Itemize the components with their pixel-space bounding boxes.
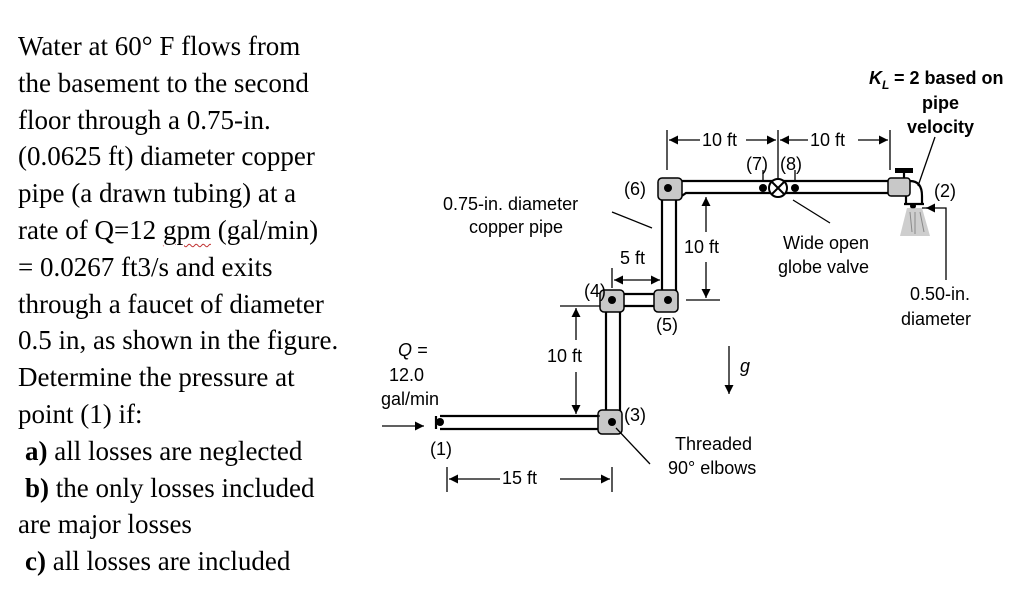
globe-valve <box>768 178 788 198</box>
kl-symbol: K <box>869 68 884 88</box>
point-4-label: (4) <box>584 281 606 301</box>
problem-line: = 0.0267 ft3/s and exits <box>18 251 273 282</box>
kl-line3: velocity <box>907 117 974 137</box>
pipe-label-line1: 0.75-in. diameter <box>443 194 578 214</box>
problem-line: Water at 60° F flows from <box>18 31 301 61</box>
problem-text: (gal/min) <box>210 214 319 245</box>
problem-line: 0.5 in, as shown in the figure. <box>18 325 339 356</box>
point-2-label: (2) <box>934 181 956 201</box>
part-c: c) all losses are included <box>25 546 291 577</box>
dim-10ft-mid: 10 ft <box>684 237 719 257</box>
valve-label-line2: globe valve <box>778 257 869 277</box>
dim-10ft-top-right: 10 ft <box>810 130 845 150</box>
dim-15ft: 15 ft <box>502 468 537 488</box>
problem-text: rate of Q=12 <box>18 214 163 245</box>
dim-10ft-vertical: 10 ft <box>547 346 582 366</box>
faucet-label-line2: diameter <box>901 309 971 329</box>
point-8-label: (8) <box>780 154 802 174</box>
flow-q-value: 12.0 <box>389 365 424 385</box>
kl-line2: pipe <box>922 93 959 113</box>
part-b: b) the only losses included <box>25 472 315 503</box>
problem-line: pipe (a drawn tubing) at a <box>18 178 297 209</box>
problem-statement: Water at 60° F flows from the basement t… <box>18 28 388 580</box>
problem-line: rate of Q=12 gpm (gal/min) <box>18 212 388 249</box>
elbow-label-line2: 90° elbows <box>668 458 756 478</box>
dimension-lines <box>446 130 891 492</box>
pipe-label-line2: copper pipe <box>469 217 563 237</box>
gpm-text: gpm <box>162 214 211 245</box>
part-a: a) all losses are neglected <box>25 435 303 466</box>
faucet-label-line1: 0.50-in. <box>910 284 970 304</box>
problem-line: (0.0625 ft) diameter copper <box>18 141 315 172</box>
valve-label-line1: Wide open <box>783 233 869 253</box>
point-7-label: (7) <box>746 154 768 174</box>
problem-line: point (1) if: <box>18 398 143 429</box>
leader-lines <box>611 136 947 465</box>
point-3-label: (3) <box>624 405 646 425</box>
kl-label: = 2 based on <box>894 68 1004 88</box>
problem-line: the basement to the second <box>18 67 309 98</box>
point-1-label: (1) <box>430 439 452 459</box>
point-markers <box>436 184 916 426</box>
dim-10ft-top-left: 10 ft <box>702 130 737 150</box>
problem-line: floor through a 0.75-in. <box>18 104 271 135</box>
dim-5ft: 5 ft <box>620 248 645 268</box>
flow-q-unit: gal/min <box>381 389 439 409</box>
gravity-label: g <box>740 356 750 376</box>
elbow-label-line1: Threaded <box>675 434 752 454</box>
problem-line: Determine the pressure at <box>18 362 295 393</box>
point-6-label: (6) <box>624 179 646 199</box>
kl-subscript: L <box>882 78 889 92</box>
problem-line: through a faucet of diameter <box>18 288 324 319</box>
part-b-cont: are major losses <box>18 509 192 540</box>
point-5-label: (5) <box>656 315 678 335</box>
flow-q-label: Q = <box>398 340 428 360</box>
water-spray <box>900 208 930 236</box>
